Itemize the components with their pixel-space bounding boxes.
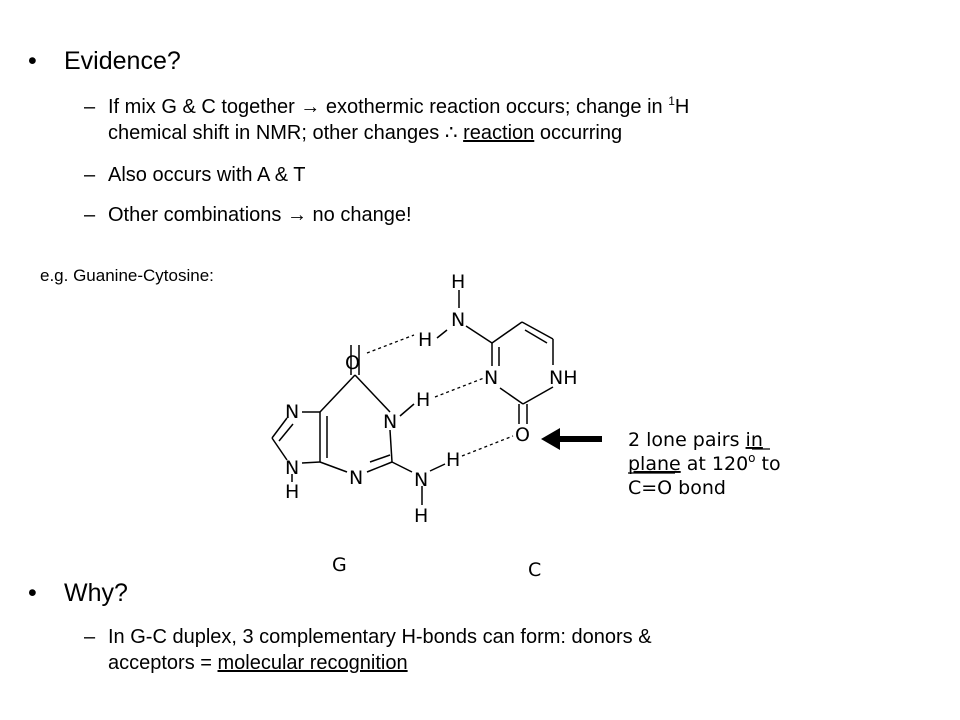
atom-h-n9: H [285, 481, 299, 503]
atom-nh-cytosine: NH [549, 367, 578, 389]
underlined-reaction: reaction [463, 122, 535, 144]
subitem-text: In G-C duplex, 3 complementary H-bonds c… [108, 626, 652, 674]
label-cytosine: C [528, 559, 541, 581]
atom-n1: N [383, 411, 397, 433]
atom-n9: N [285, 457, 299, 479]
bond-lines [271, 290, 554, 505]
subitem-text: Other combinations → no change! [108, 204, 412, 226]
atom-o-cytosine: O [515, 424, 530, 446]
svg-text:C=O bond: C=O bond [628, 477, 726, 499]
bullet-dot: • [28, 579, 37, 607]
subitem-other: – Other combinations → no change! [84, 202, 924, 228]
annotation-underlines [628, 448, 770, 474]
atom-n7: N [285, 401, 299, 423]
atom-h-n4-bond: H [418, 329, 432, 351]
underlined-molecular-recognition: molecular recognition [217, 652, 408, 674]
subitem-at: – Also occurs with A & T [84, 162, 924, 188]
hydrogen-bonds [366, 334, 514, 457]
lone-pair-annotation: 2 lone pairs in plane at 120o to C=O bon… [628, 429, 781, 499]
subitem-text: If mix G & C together → exothermic react… [108, 94, 690, 144]
subitem-exothermic: – If mix G & C together → exothermic rea… [84, 94, 924, 148]
atom-n3-cytosine: N [484, 367, 498, 389]
sub-dash: – [84, 96, 96, 118]
atom-n3: N [349, 467, 363, 489]
sub-dash: – [84, 164, 96, 186]
svg-text:plane at 120o to: plane at 120o to [628, 451, 781, 475]
subitem-duplex: – In G-C duplex, 3 complementary H-bonds… [84, 624, 924, 678]
sub-dash: – [84, 626, 96, 648]
label-guanine: G [332, 554, 347, 576]
atom-h-n2-bond: H [446, 449, 460, 471]
atom-labels: O H N N N H N N H H H N H N NH O [285, 271, 578, 527]
atom-h-n2-bottom: H [414, 505, 428, 527]
example-label: e.g. Guanine-Cytosine: [40, 266, 214, 285]
bullet-heading: Evidence? [64, 47, 181, 75]
bullet-dot: • [28, 47, 37, 75]
atom-n4: N [451, 309, 465, 331]
svg-text:2 lone pairs in: 2 lone pairs in [628, 429, 763, 451]
atom-h-n1: H [416, 389, 430, 411]
atom-o-guanine: O [345, 352, 360, 374]
therefore-symbol: ∴ [444, 122, 458, 144]
arrow-to-carbonyl [541, 428, 602, 450]
bullet-heading: Why? [64, 579, 128, 607]
sub-dash: – [84, 204, 96, 226]
atom-n2: N [414, 469, 428, 491]
atom-h-n4-top: H [451, 271, 465, 293]
subitem-text: Also occurs with A & T [108, 164, 306, 186]
